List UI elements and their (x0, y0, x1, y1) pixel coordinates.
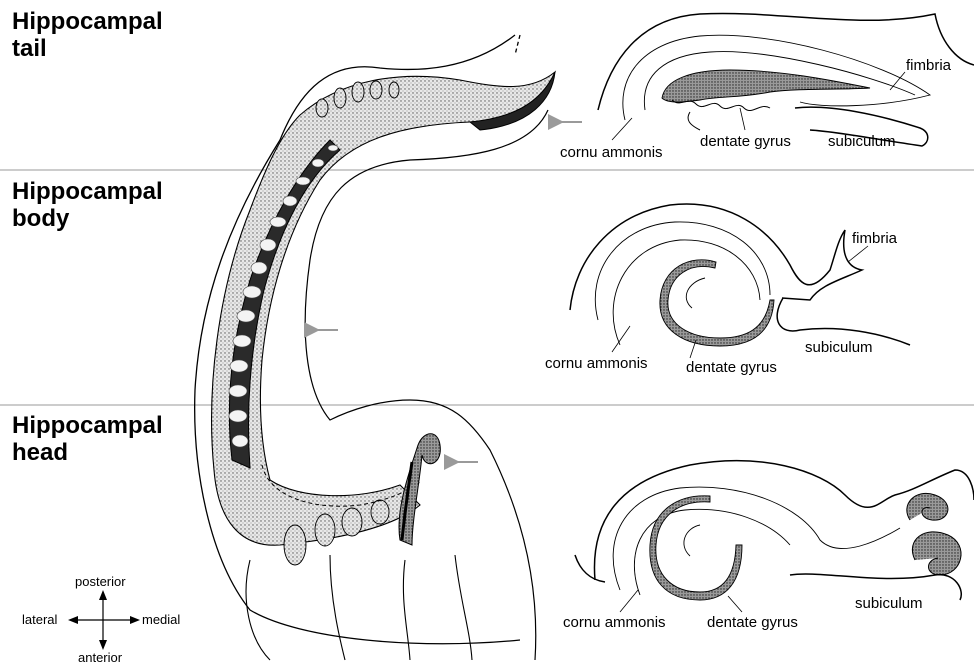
hippocampus-3d-illustration (195, 35, 582, 660)
compass-posterior: posterior (75, 574, 126, 589)
head-cross-section: cornu ammonis dentate gyrus subiculum (563, 461, 974, 631)
hippocampus-body (212, 72, 555, 545)
body-label-dentate-gyrus: dentate gyrus (686, 359, 777, 376)
head-label-cornu-ammonis: cornu ammonis (563, 614, 666, 631)
head-dentate-gyrus (650, 496, 742, 600)
tail-dentate-gyrus (662, 70, 870, 102)
compass-arrow-up-icon (99, 590, 107, 600)
head-label-subiculum: subiculum (855, 595, 923, 612)
tail-lower-edge (688, 112, 700, 130)
compass-arrow-down-icon (99, 640, 107, 650)
tail-dg-leader (740, 108, 745, 130)
section-title-head: Hippocampal head (12, 412, 163, 466)
head-ca-leader (620, 590, 638, 612)
uncus-hook (399, 434, 440, 545)
section-title-head-line1: Hippocampal (12, 412, 163, 439)
tail-label-dentate-gyrus: dentate gyrus (700, 133, 791, 150)
tail-dg-wave (672, 100, 770, 111)
section-title-head-line2: head (12, 439, 163, 466)
head-dg-leader (728, 596, 742, 612)
tail-label-subiculum: subiculum (828, 133, 896, 150)
body-dentate-gyrus (660, 260, 774, 346)
body-label-fimbria: fimbria (852, 230, 898, 247)
body-outer-contour (570, 204, 862, 310)
tail-fimbria-leader (890, 72, 905, 90)
head-envelope-curve-3 (403, 560, 410, 660)
compass-lateral: lateral (22, 612, 58, 627)
section-title-tail-line2: tail (12, 35, 163, 62)
body-label-cornu-ammonis: cornu ammonis (545, 355, 648, 372)
body-label-subiculum: subiculum (805, 339, 873, 356)
orientation-compass: posterior anterior lateral medial (22, 574, 180, 665)
compass-medial: medial (142, 612, 180, 627)
section-title-body: Hippocampal body (12, 178, 163, 232)
head-dg-inner (684, 525, 700, 556)
section-title-tail: Hippocampal tail (12, 8, 163, 62)
compass-anterior: anterior (78, 650, 123, 665)
head-lower-edge (575, 555, 605, 582)
compass-arrow-right-icon (130, 616, 140, 624)
body-dg-inner (686, 278, 705, 308)
body-fimbria-leader (848, 246, 868, 262)
envelope-dashed-end (515, 35, 520, 55)
tail-label-cornu-ammonis: cornu ammonis (560, 144, 663, 161)
section-title-body-line2: body (12, 205, 163, 232)
compass-arrow-left-icon (68, 616, 78, 624)
tail-label-fimbria: fimbria (906, 57, 952, 74)
section-title-body-line1: Hippocampal (12, 178, 163, 205)
tail-ca-leader (612, 118, 632, 140)
inner-envelope (305, 110, 548, 660)
head-uncal-fold-2 (912, 532, 961, 575)
head-uncal-fold-1 (907, 493, 948, 520)
tail-cross-section: cornu ammonis dentate gyrus subiculum fi… (560, 13, 974, 161)
head-envelope-curve-2 (330, 555, 345, 660)
section-title-tail-line1: Hippocampal (12, 8, 163, 35)
head-label-dentate-gyrus: dentate gyrus (707, 614, 798, 631)
body-cross-section: cornu ammonis dentate gyrus subiculum fi… (545, 204, 910, 376)
body-subiculum-contour (777, 298, 910, 345)
